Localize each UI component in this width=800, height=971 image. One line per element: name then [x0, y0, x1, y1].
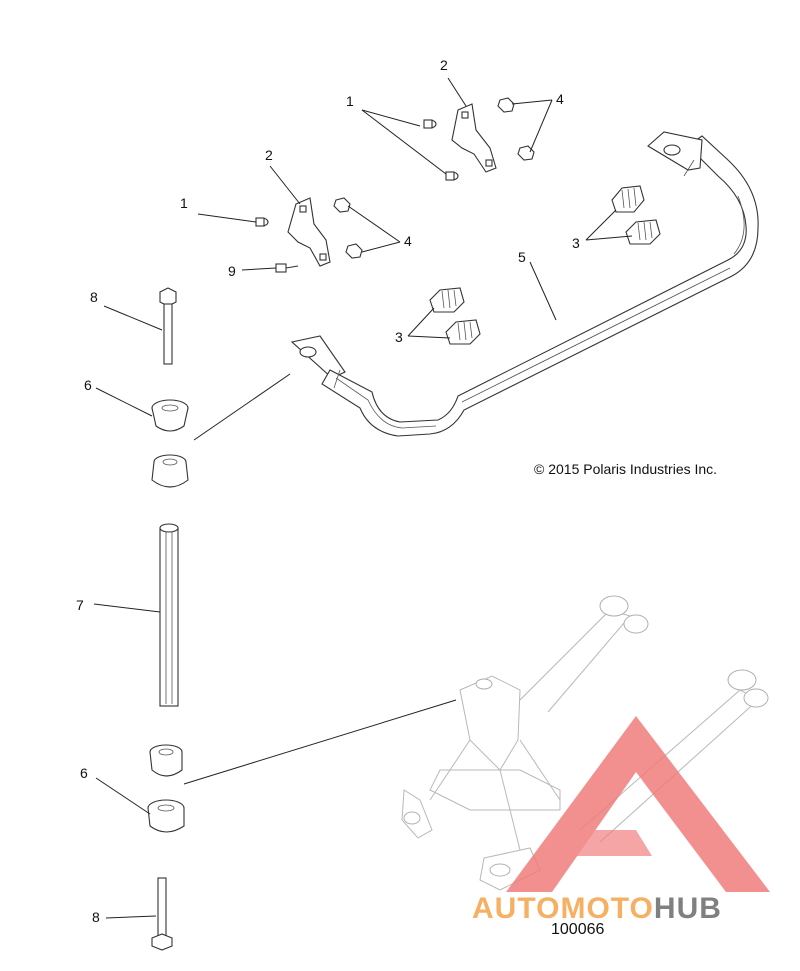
bushing-6-upper-b: [151, 454, 189, 488]
callout-2-upper: 2: [440, 57, 448, 73]
svg-text:AUTOMOTOHUB: AUTOMOTOHUB: [472, 892, 722, 925]
suspension-arm-assembly: [401, 595, 769, 891]
rod-7: [159, 523, 179, 707]
nut-4-a: [497, 97, 515, 113]
watermark-inner-icon: [540, 752, 652, 856]
callout-2-lower: 2: [265, 147, 273, 163]
nut-4-d: [345, 243, 363, 259]
bushing-6-lower-a: [149, 744, 183, 777]
callout-8-lower: 8: [92, 909, 100, 925]
callout-1-upper: 1: [346, 93, 354, 109]
callout-6-upper: 6: [84, 377, 92, 393]
bolt-8-lower: [151, 877, 173, 951]
callout-6-lower: 6: [80, 765, 88, 781]
watermark-logo: AUTOMOTOHUB: [472, 716, 770, 925]
drawing-number: 100066: [551, 921, 604, 938]
leader-lines: [93, 77, 633, 919]
callout-7: 7: [76, 597, 84, 613]
nut-4-c: [333, 197, 351, 213]
callout-3-right: 3: [572, 235, 580, 251]
screw-1-b: [445, 171, 459, 181]
bushing-3-d: [445, 319, 481, 345]
copyright-notice: © 2015 Polaris Industries Inc.: [534, 461, 717, 477]
callout-4-upper: 4: [556, 91, 564, 107]
nut-4-b: [517, 145, 535, 161]
bushing-6-upper-a: [151, 399, 189, 432]
callout-5: 5: [518, 249, 526, 265]
callout-1-lower: 1: [180, 195, 188, 211]
bushing-3-b: [625, 219, 661, 245]
watermark-text-part2: HUB: [654, 892, 722, 925]
screw-1-c: [255, 217, 269, 227]
bushing-6-lower-b: [147, 799, 185, 833]
screw-9: [275, 263, 299, 273]
screw-1-a: [423, 119, 437, 129]
bolt-8-upper: [159, 287, 177, 365]
callout-3-left: 3: [395, 329, 403, 345]
callout-8-upper: 8: [90, 289, 98, 305]
watermark-triangle-icon: [506, 716, 770, 892]
bushing-3-a: [611, 185, 645, 213]
stabilizer-bar: [290, 131, 759, 437]
watermark-text-part1: AUTOMOTO: [472, 892, 654, 925]
callout-9: 9: [228, 263, 236, 279]
bushing-3-c: [429, 287, 465, 313]
callout-4-lower: 4: [404, 233, 412, 249]
clamp-upper: [451, 103, 497, 173]
clamp-lower: [287, 197, 331, 267]
